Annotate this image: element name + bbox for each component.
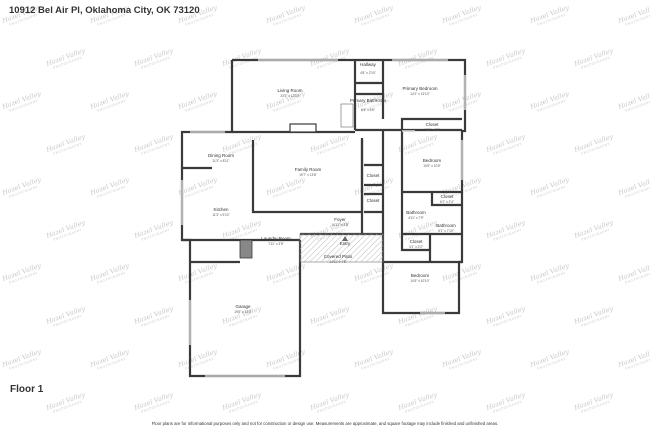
entry-label: Entry — [340, 241, 351, 246]
covered-patio-dims: 14'11" x 7'5" — [329, 260, 346, 264]
bedroom-2-closet-dims: 6'1" x 2'4" — [440, 200, 454, 204]
primary-bathroom-dims: 6'4" x 8'6" — [361, 108, 375, 112]
garage-dims: 19'6" x 23'3" — [234, 310, 251, 314]
covered-patio-label: Covered Patio — [324, 254, 353, 259]
dining-room-dims: 11'3" x 8'11" — [212, 159, 229, 163]
walkway-label: Hallway — [360, 62, 377, 67]
bathroom-1-label: Bathroom — [406, 210, 426, 215]
disclaimer-text: Floor plans are for informational purpos… — [151, 421, 499, 426]
bathroom-2-dims: 5'1" x 7'10" — [438, 229, 454, 233]
hall-closet-label: Closet — [367, 173, 381, 178]
laundry-room-dims: 7'11" x 3'5" — [268, 242, 283, 246]
primary-bedroom-dims: 14'1" x 13'10" — [410, 92, 429, 96]
bedroom-3-closet-label: Closet — [410, 239, 424, 244]
primary-closet-label: Closet — [426, 122, 440, 127]
room-labels: Living Room 23'3" x 12'10" Primary Bedro… — [208, 62, 456, 314]
patio-and-details — [239, 103, 384, 263]
primary-closet-dims: 10'5" x 3'3" — [424, 128, 440, 132]
laundry-room-label: Laundry Room — [261, 236, 291, 241]
primary-bedroom-label: Primary Bedroom — [402, 86, 437, 91]
walkway-dims: 4'8" x 2'10" — [360, 71, 376, 75]
family-room-dims: 19'7" x 13'8" — [299, 173, 316, 177]
small-closet-label: Closet — [367, 198, 381, 203]
foyer-label: Foyer — [334, 217, 346, 222]
bathroom-1-dims: 4'11" x 7'9" — [408, 216, 423, 220]
kitchen-label: Kitchen — [213, 207, 229, 212]
garage-label: Garage — [235, 304, 251, 309]
primary-bathroom-label: Primary Bathroom — [350, 98, 387, 103]
entry-marker-icon — [342, 236, 348, 241]
bathroom-2-label: Bathroom — [436, 223, 456, 228]
living-room-dims: 23'3" x 12'10" — [280, 94, 299, 98]
family-room-label: Family Room — [295, 167, 322, 172]
bedroom-2-label: Bedroom — [423, 158, 442, 163]
bedroom-2-closet-label: Closet — [441, 194, 455, 199]
kitchen-dims: 11'3" x 9'10" — [212, 213, 229, 217]
foyer-dims: 14'11" x 3'8" — [331, 223, 348, 227]
dining-room-label: Dining Room — [208, 153, 234, 158]
windows — [181, 59, 466, 377]
floor-label: Floor 1 — [10, 384, 44, 395]
bedroom-3-closet-dims: 4'1" x 2'2" — [409, 245, 423, 249]
bedroom-2-dims: 10'9" x 10'5" — [423, 164, 440, 168]
property-address: 10912 Bel Air Pl, Oklahoma City, OK 7312… — [9, 5, 200, 16]
bedroom-3-label: Bedroom — [411, 273, 430, 278]
bedroom-3-dims: 10'6" x 10'10" — [410, 279, 429, 283]
living-room-label: Living Room — [277, 88, 302, 93]
